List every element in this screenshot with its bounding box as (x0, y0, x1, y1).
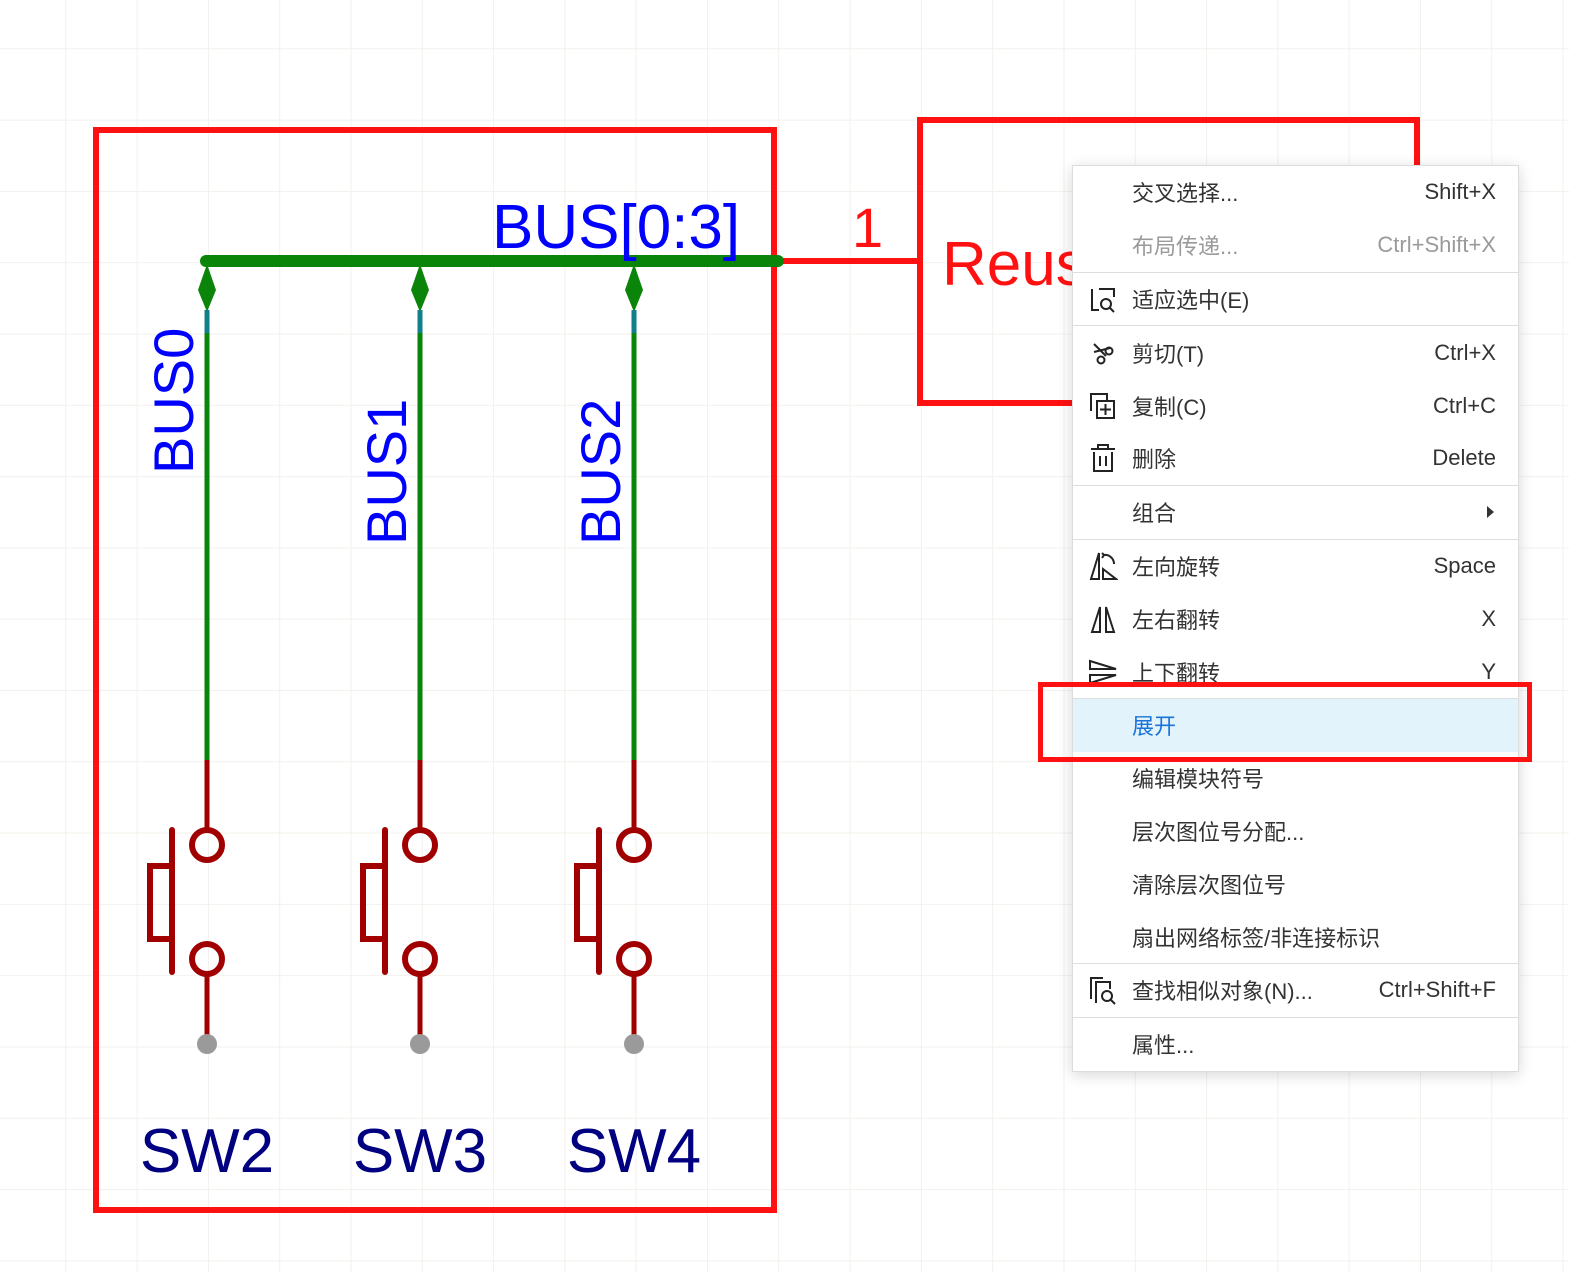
menu-item-23[interactable]: 属性... (1073, 1018, 1518, 1071)
menu-item-label: 编辑模块符号 (1132, 767, 1265, 793)
menu-item-shortcut: Ctrl+X (1434, 339, 1496, 365)
menu-item-label: 属性... (1132, 1033, 1195, 1059)
menu-item-18[interactable]: 清除层次图位号 (1073, 857, 1518, 910)
menu-item-21[interactable]: 查找相似对象(N)... Ctrl+Shift+F (1073, 964, 1518, 1017)
menu-item-label: 左向旋转 (1132, 554, 1221, 580)
switch-contact-top (616, 827, 652, 863)
menu-item-shortcut: X (1481, 605, 1496, 631)
menu-item-6[interactable]: 复制(C) Ctrl+C (1073, 379, 1518, 432)
flip-vertical-icon (1087, 656, 1119, 688)
menu-separator (1073, 1016, 1518, 1018)
menu-separator (1073, 325, 1518, 327)
bus-label: BUS[0:3] (492, 193, 740, 262)
menu-item-shortcut: Ctrl+Shift+F (1378, 977, 1496, 1003)
menu-item-label: 展开 (1132, 714, 1177, 740)
menu-item-19[interactable]: 扇出网络标签/非连接标识 (1073, 910, 1518, 963)
menu-item-label: 复制(C) (1132, 394, 1207, 420)
menu-item-17[interactable]: 层次图位号分配... (1073, 805, 1518, 858)
menu-item-label: 左右翻转 (1132, 607, 1221, 633)
menu-item-13[interactable]: 上下翻转 Y (1073, 645, 1518, 698)
switch-button (147, 863, 172, 942)
menu-item-shortcut: Space (1433, 552, 1496, 578)
menu-item-0[interactable]: 交叉选择... Shift+X (1073, 166, 1518, 219)
bus-entry-diamond[interactable] (625, 264, 643, 312)
reuse-block-pin-number: 1 (852, 196, 883, 259)
bus-entry-diamond[interactable] (198, 264, 216, 312)
trash-icon (1087, 442, 1119, 474)
net-label[interactable]: BUS1 (355, 399, 418, 545)
menu-item-9[interactable]: 组合 (1073, 486, 1518, 539)
menu-item-5[interactable]: 剪切(T) Ctrl+X (1073, 326, 1518, 379)
menu-item-label: 查找相似对象(N)... (1132, 979, 1313, 1005)
copy-icon (1087, 390, 1119, 422)
bus-entry-diamond[interactable] (411, 264, 429, 312)
switch-contact-top (189, 827, 225, 863)
menu-item-shortcut: Shift+X (1424, 179, 1496, 205)
menu-item-shortcut: Delete (1432, 445, 1496, 471)
menu-separator (1073, 271, 1518, 273)
menu-item-1[interactable]: 布局传递... Ctrl+Shift+X (1073, 219, 1518, 272)
flip-horizontal-icon (1087, 603, 1119, 635)
net-label[interactable]: BUS0 (142, 328, 205, 474)
component-designator[interactable]: SW4 (567, 1117, 701, 1186)
component-designator[interactable]: SW3 (353, 1117, 487, 1186)
menu-separator (1073, 697, 1518, 699)
switch-button (574, 863, 599, 942)
menu-item-label: 适应选中(E) (1132, 287, 1250, 313)
reuse-block-label: Reus (942, 230, 1087, 299)
net-label[interactable]: BUS2 (569, 399, 632, 545)
menu-item-label: 布局传递... (1132, 234, 1239, 260)
menu-item-label: 层次图位号分配... (1132, 819, 1305, 845)
menu-item-3[interactable]: 适应选中(E) (1073, 273, 1518, 326)
menu-item-shortcut: Ctrl+C (1433, 392, 1496, 418)
switch-contact-bottom (616, 941, 652, 977)
menu-item-label: 组合 (1132, 501, 1177, 527)
menu-item-label: 剪切(T) (1132, 341, 1205, 367)
pin-endpoint-dot[interactable] (197, 1034, 217, 1054)
pin-endpoint-dot[interactable] (624, 1034, 644, 1054)
switch-contact-bottom (402, 941, 438, 977)
menu-item-label: 扇出网络标签/非连接标识 (1132, 925, 1381, 951)
pin-endpoint-dot[interactable] (410, 1034, 430, 1054)
component-designator[interactable]: SW2 (140, 1117, 274, 1186)
menu-item-shortcut: Y (1481, 658, 1496, 684)
menu-item-16[interactable]: 编辑模块符号 (1073, 752, 1518, 805)
switch-contact-top (402, 827, 438, 863)
menu-item-label: 删除 (1132, 447, 1177, 473)
submenu-arrow-icon (1487, 506, 1494, 519)
rotate-left-icon (1087, 550, 1119, 582)
menu-item-11[interactable]: 左向旋转 Space (1073, 540, 1518, 593)
menu-item-label: 清除层次图位号 (1132, 872, 1287, 898)
menu-separator (1073, 962, 1518, 964)
menu-item-12[interactable]: 左右翻转 X (1073, 592, 1518, 645)
switch-contact-bottom (189, 941, 225, 977)
switch-button (360, 863, 385, 942)
scissors-icon (1087, 337, 1119, 369)
selection-frame[interactable] (93, 127, 777, 1213)
find-similar-icon (1087, 974, 1119, 1006)
menu-item-7[interactable]: 删除 Delete (1073, 432, 1518, 485)
menu-item-label: 上下翻转 (1132, 660, 1221, 686)
menu-separator (1073, 484, 1518, 486)
menu-separator (1073, 538, 1518, 540)
menu-item-shortcut: Ctrl+Shift+X (1377, 232, 1496, 258)
menu-item-15[interactable]: 展开 (1073, 698, 1518, 752)
menu-item-label: 交叉选择... (1132, 181, 1239, 207)
zoom-to-selection-icon (1087, 283, 1119, 315)
context-menu: 交叉选择... Shift+X 布局传递... Ctrl+Shift+X 适应选中(E)… (1072, 165, 1519, 1072)
